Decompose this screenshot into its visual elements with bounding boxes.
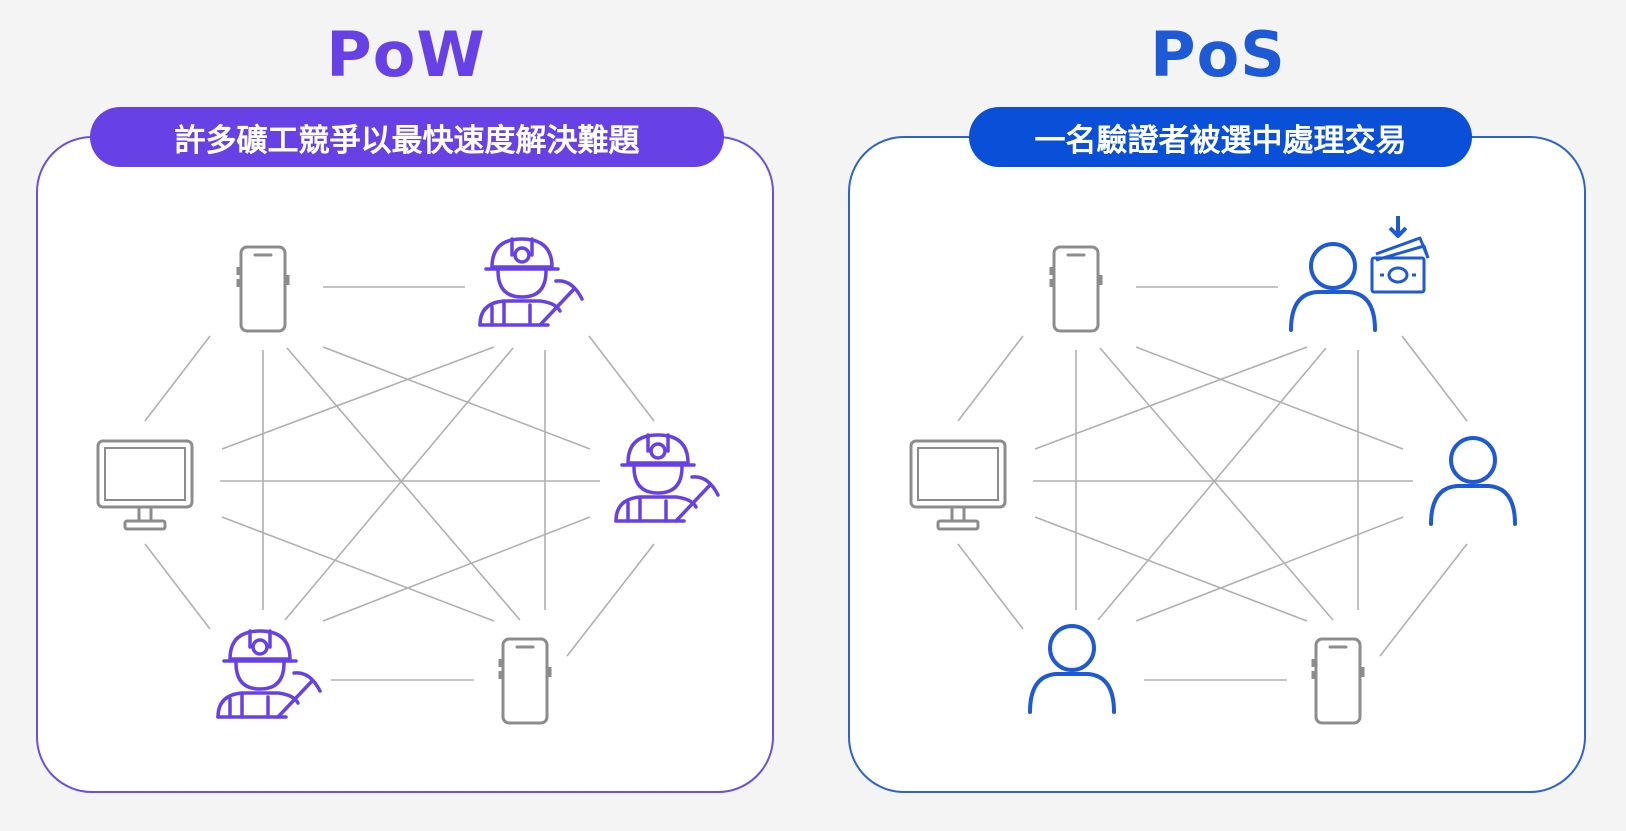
pos-phone-icon-bottom <box>1311 637 1365 725</box>
pos-money-icon <box>1370 214 1430 294</box>
pos-panel <box>848 136 1586 793</box>
pow-title: PoW <box>326 18 486 91</box>
pow-miner-icon-bottom <box>216 629 322 719</box>
pos-title: PoS <box>1150 18 1286 91</box>
pos-validator-person-icon <box>1289 242 1377 332</box>
pos-caption: 一名驗證者被選中處理交易 <box>969 107 1472 167</box>
pos-desktop-monitor-icon <box>909 439 1007 531</box>
pos-phone-icon-top <box>1049 245 1103 333</box>
pos-person-icon-bottom <box>1028 624 1116 714</box>
pow-miner-icon-top <box>478 237 584 327</box>
pow-phone-icon-top <box>236 245 290 333</box>
pow-miner-icon-right <box>614 433 720 523</box>
pos-connection-lines <box>957 286 1468 681</box>
pow-desktop-monitor-icon <box>96 439 194 531</box>
pos-person-icon-right <box>1429 436 1517 526</box>
pow-phone-icon-bottom <box>498 637 552 725</box>
pow-connection-lines <box>144 286 655 681</box>
pow-caption: 許多礦工競爭以最快速度解決難題 <box>90 107 724 167</box>
